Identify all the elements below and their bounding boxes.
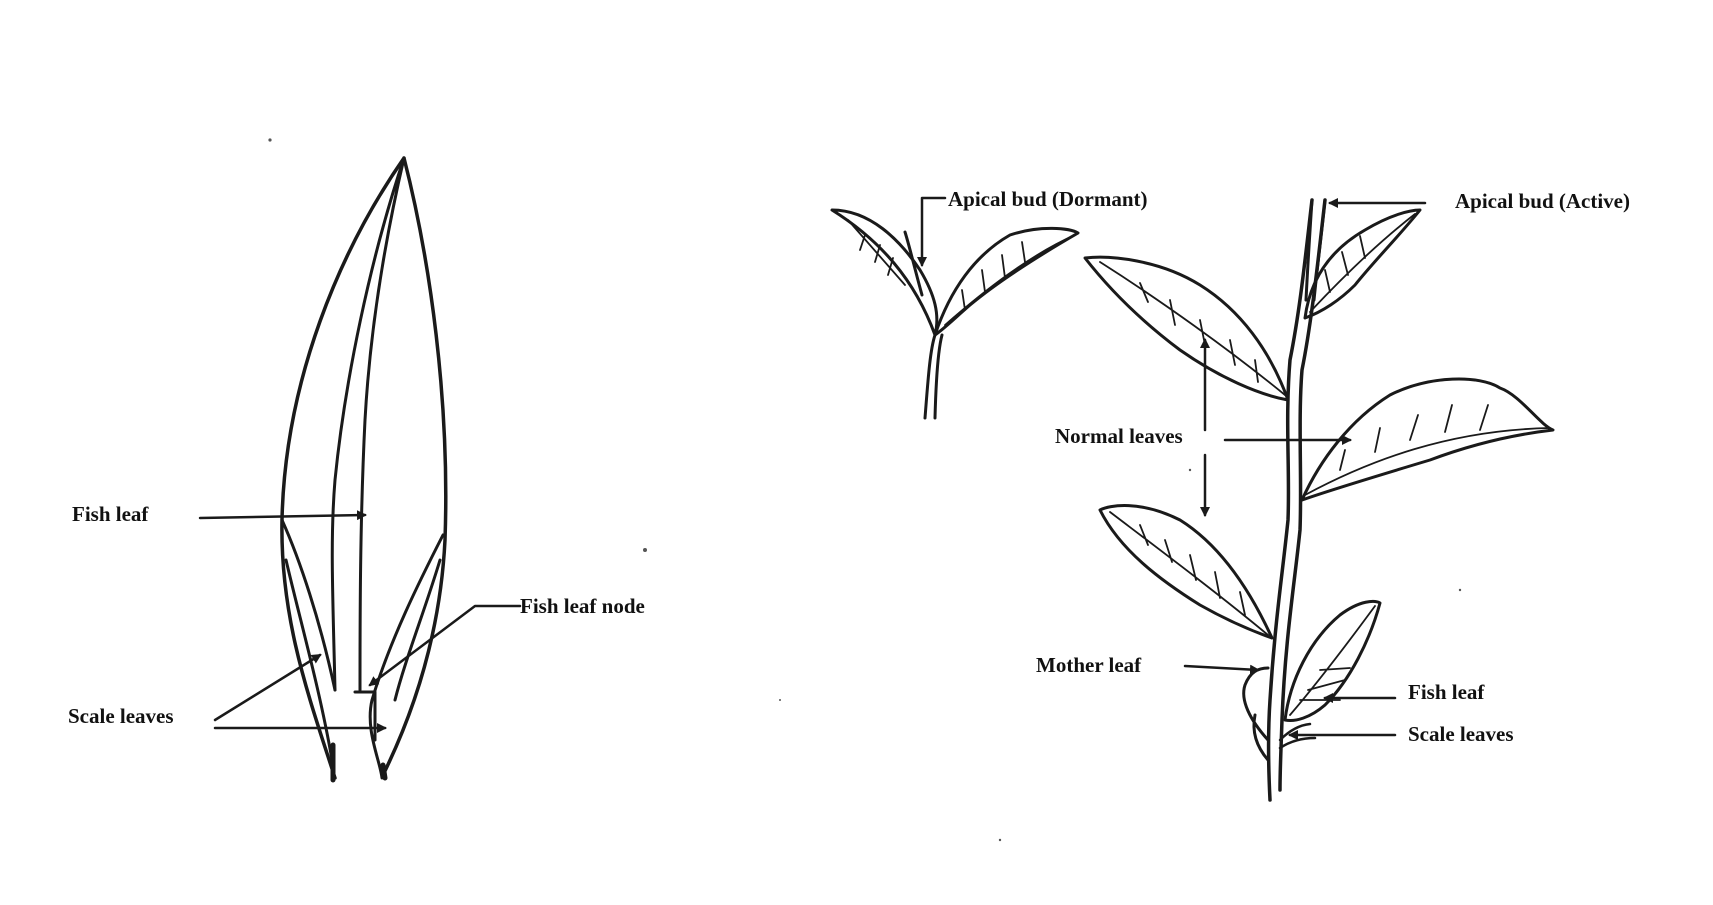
label-mother-leaf: Mother leaf: [1036, 653, 1142, 677]
arrow-fish-leaf: [198, 510, 367, 521]
label-fish-leaf-right: Fish leaf: [1408, 680, 1485, 704]
normal-leaf-lower-left: [1098, 504, 1274, 640]
label-apical-bud-active: Apical bud (Active): [1455, 189, 1630, 213]
normal-leaf-right-veins: [1304, 404, 1551, 496]
arrow-scale-leaves-1: [213, 653, 322, 722]
label-normal-leaves: Normal leaves: [1055, 424, 1183, 448]
fish-leaf-small: [1283, 600, 1382, 722]
mother-leaf: [1242, 666, 1270, 762]
fish-leaf-small-veins: [1289, 605, 1376, 716]
arrow-mother-leaf: [1183, 664, 1260, 675]
label-fish-leaf-left: Fish leaf: [72, 502, 149, 526]
dormant-apical-bud: [903, 230, 924, 297]
active-apical-bud: [1304, 198, 1327, 302]
stem-stub: [330, 742, 388, 783]
young-leaf-top: [1303, 208, 1422, 320]
label-scale-leaves-right: Scale leaves: [1408, 722, 1514, 746]
young-leaf-top-veins: [1309, 213, 1416, 313]
normal-leaf-upper-left: [1083, 255, 1290, 402]
dormant-left-leaf: [830, 208, 939, 337]
scale-leaf-left: [280, 518, 337, 762]
fish-leaf-outline: [280, 156, 448, 780]
normal-leaf-upper-left-veins: [1099, 261, 1286, 396]
scale-leaves-base: [1278, 722, 1317, 750]
scan-noise: [268, 138, 1462, 842]
inner-leaf-outline: [330, 156, 406, 692]
label-fish-leaf-node: Fish leaf node: [520, 594, 645, 618]
dormant-right-leaf-veins: [944, 234, 1076, 326]
fish-leaf-node-mark: [353, 690, 377, 742]
normal-leaf-lower-left-veins: [1109, 511, 1269, 636]
normal-leaf-right: [1300, 377, 1555, 502]
label-scale-leaves-left: Scale leaves: [68, 704, 174, 728]
arrow-apical-bud-dormant: [917, 196, 947, 267]
fish-leaf-bud-drawing: [198, 156, 522, 783]
dormant-shoot-drawing: [830, 196, 1080, 420]
label-apical-bud-dormant: Apical bud (Dormant): [948, 187, 1148, 211]
arrow-fish-leaf-node: [368, 604, 522, 687]
dormant-stem: [923, 333, 944, 420]
scale-leaf-right: [368, 533, 445, 780]
active-shoot-drawing: [1083, 198, 1555, 802]
dormant-left-leaf-veins: [847, 219, 906, 286]
